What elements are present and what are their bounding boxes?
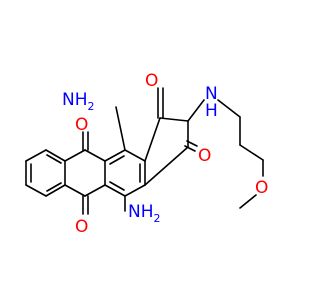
nh2-bottom-label: NH2	[128, 202, 161, 225]
bond	[187, 99, 205, 122]
bond	[124, 184, 146, 197]
double-bond-inner	[109, 155, 125, 165]
bond	[64, 149, 86, 162]
nh2-top-label: NH2	[62, 90, 95, 113]
bond	[124, 149, 146, 162]
amine-hydrogen-label: H	[205, 101, 218, 121]
bond	[239, 194, 257, 209]
bond	[45, 184, 66, 197]
bond	[64, 184, 86, 197]
oxygen-quinone-top: O	[75, 115, 88, 135]
quinone-ring	[64, 131, 106, 215]
structure-canvas: NH2 NH2 O O O O N H O	[25, 71, 269, 237]
bond	[104, 149, 126, 162]
bond	[239, 144, 264, 161]
cyclopentane-ring	[144, 87, 198, 186]
bond	[159, 117, 189, 122]
double-bond-inner	[109, 181, 125, 191]
carbonyl-bond	[184, 145, 196, 152]
double-bond-inner	[46, 154, 62, 164]
bond	[45, 149, 66, 162]
methoxypropylamino-chain	[187, 99, 264, 209]
double-bond-inner	[46, 182, 62, 192]
bond	[217, 99, 241, 118]
carbonyl-bond	[186, 140, 198, 147]
bond	[144, 117, 161, 162]
molecule-structure: NH2 NH2 O O O O N H O	[25, 71, 268, 237]
amine-nitrogen-label: N	[205, 84, 218, 104]
bond	[25, 184, 47, 197]
amino-bond	[115, 106, 126, 151]
central-ring	[104, 106, 146, 212]
oxygen-methoxy: O	[255, 178, 268, 198]
bond	[25, 149, 47, 162]
bond	[144, 146, 189, 186]
oxygen-ketone-right: O	[198, 146, 211, 166]
benzo-ring	[25, 149, 66, 197]
bond	[104, 184, 126, 197]
bond	[84, 184, 106, 197]
oxygen-quinone-bottom: O	[75, 217, 88, 237]
oxygen-ketone-top: O	[145, 71, 158, 91]
bond	[84, 149, 106, 162]
